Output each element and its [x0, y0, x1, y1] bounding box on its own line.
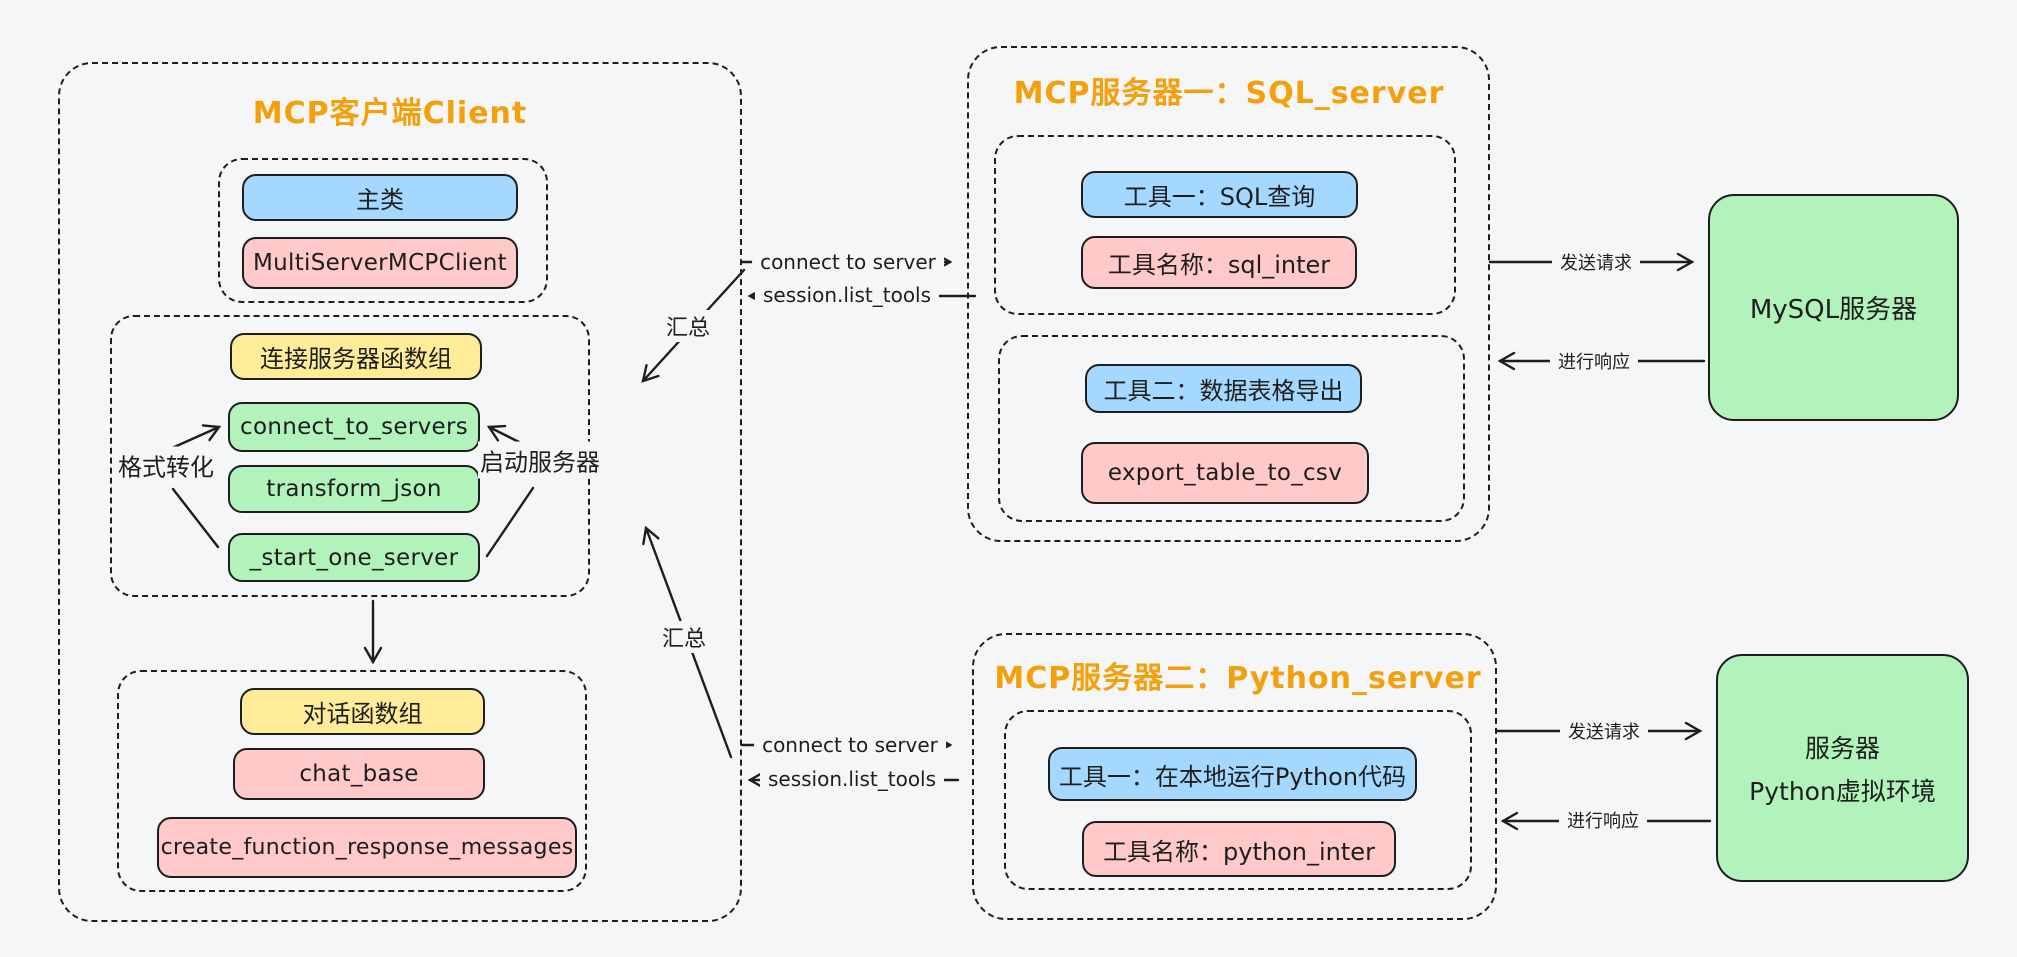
edge-format-to-connect [170, 424, 222, 450]
main-class-group-box [218, 158, 548, 303]
edge-label-connect-sql: connect to server [752, 250, 944, 274]
python-tool1-title-node: 工具一：在本地运行Python代码 [1048, 747, 1417, 801]
sql-server-container [967, 46, 1490, 542]
create-function-response-node: create_function_response_messages [157, 817, 577, 878]
edge-label-send-request-python: 发送请求 [1560, 718, 1648, 744]
python-server-title: MCP服务器二：Python_server [994, 661, 1482, 696]
sql-tool2-group-box [998, 335, 1465, 522]
start-server-label: 启动服务器 [478, 441, 602, 479]
python-tool1-name-node: 工具名称：python_inter [1082, 821, 1396, 877]
chat-functions-group-box [117, 670, 587, 892]
sql-tool2-title-node: 工具二：数据表格导出 [1085, 364, 1362, 413]
edge-format-to-start [171, 487, 220, 549]
mysql-server-label: MySQL服务器 [1749, 295, 1918, 325]
edge-label-send-request-sql: 发送请求 [1552, 249, 1640, 275]
python-env-label-line2: Python虚拟环境 [1749, 776, 1936, 806]
mysql-server-box: MySQL服务器 [1708, 194, 1959, 421]
edge-label-connect-python: connect to server [754, 733, 946, 757]
mcp-client-container [58, 62, 742, 922]
multiserver-client-node: MultiServerMCPClient [242, 237, 518, 289]
edge-start-to-startlabel [485, 486, 535, 558]
start-one-server-node: _start_one_server [228, 533, 480, 582]
python-tool1-group-box [1004, 710, 1472, 890]
sql-server-title: MCP服务器一：SQL_server [1013, 76, 1445, 111]
sql-tool1-title-node: 工具一：SQL查询 [1081, 171, 1358, 218]
export-table-node: export_table_to_csv [1081, 442, 1369, 504]
connect-group-header: 连接服务器函数组 [230, 333, 482, 380]
edge-label-summary-bottom: 汇总 [656, 621, 712, 653]
sql-tool1-name-node: 工具名称：sql_inter [1081, 236, 1357, 289]
transform-json-node: transform_json [228, 465, 480, 513]
mcp-client-title: MCP客户端Client [252, 96, 528, 131]
python-env-label-line1: 服务器 [1804, 733, 1880, 763]
edge-label-response-python: 进行响应 [1559, 807, 1647, 833]
format-conversion-label: 格式转化 [116, 446, 216, 484]
connect-to-servers-node: connect_to_servers [228, 402, 480, 452]
edge-label-summary-top: 汇总 [660, 310, 716, 342]
edge-label-list-tools-sql: session.list_tools [754, 283, 940, 307]
edge-label-list-tools-python: session.list_tools [759, 767, 945, 791]
main-class-node: 主类 [242, 174, 518, 221]
python-env-box: 服务器 Python虚拟环境 [1716, 654, 1969, 882]
sql-tool1-group-box [994, 135, 1456, 315]
chat-group-header: 对话函数组 [240, 688, 485, 735]
chat-base-node: chat_base [233, 748, 485, 800]
edge-label-response-sql: 进行响应 [1550, 348, 1638, 374]
python-server-container [972, 633, 1497, 920]
